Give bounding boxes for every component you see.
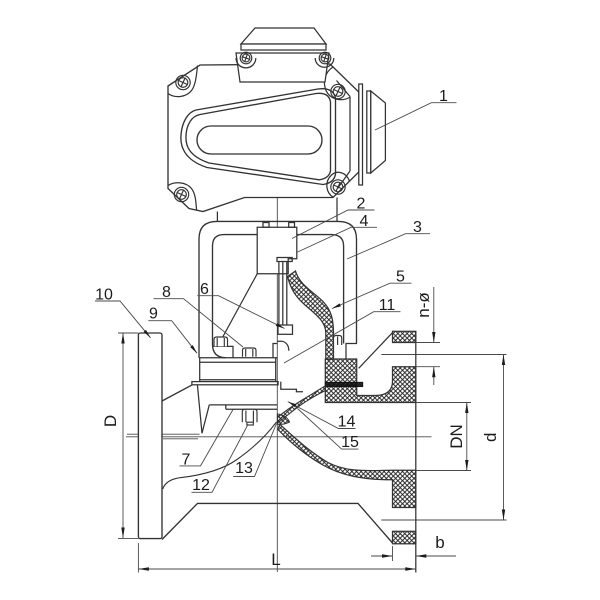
svg-text:n-ø: n-ø	[414, 292, 433, 318]
svg-text:DN: DN	[447, 424, 466, 449]
svg-text:L: L	[271, 550, 280, 569]
svg-text:3: 3	[413, 219, 422, 236]
svg-text:10: 10	[95, 287, 113, 304]
svg-text:9: 9	[149, 306, 158, 323]
svg-text:13: 13	[235, 460, 253, 477]
svg-text:4: 4	[360, 213, 369, 230]
svg-text:6: 6	[200, 281, 209, 298]
svg-text:12: 12	[192, 477, 210, 494]
svg-text:1: 1	[439, 88, 448, 105]
svg-text:b: b	[435, 533, 444, 552]
svg-text:D: D	[101, 415, 120, 427]
svg-text:2: 2	[357, 196, 366, 213]
svg-text:5: 5	[396, 269, 405, 286]
svg-text:8: 8	[162, 284, 171, 301]
svg-text:15: 15	[341, 434, 359, 451]
svg-text:14: 14	[338, 414, 356, 431]
svg-text:11: 11	[379, 297, 396, 314]
svg-text:d: d	[481, 433, 500, 442]
svg-text:7: 7	[182, 452, 191, 469]
